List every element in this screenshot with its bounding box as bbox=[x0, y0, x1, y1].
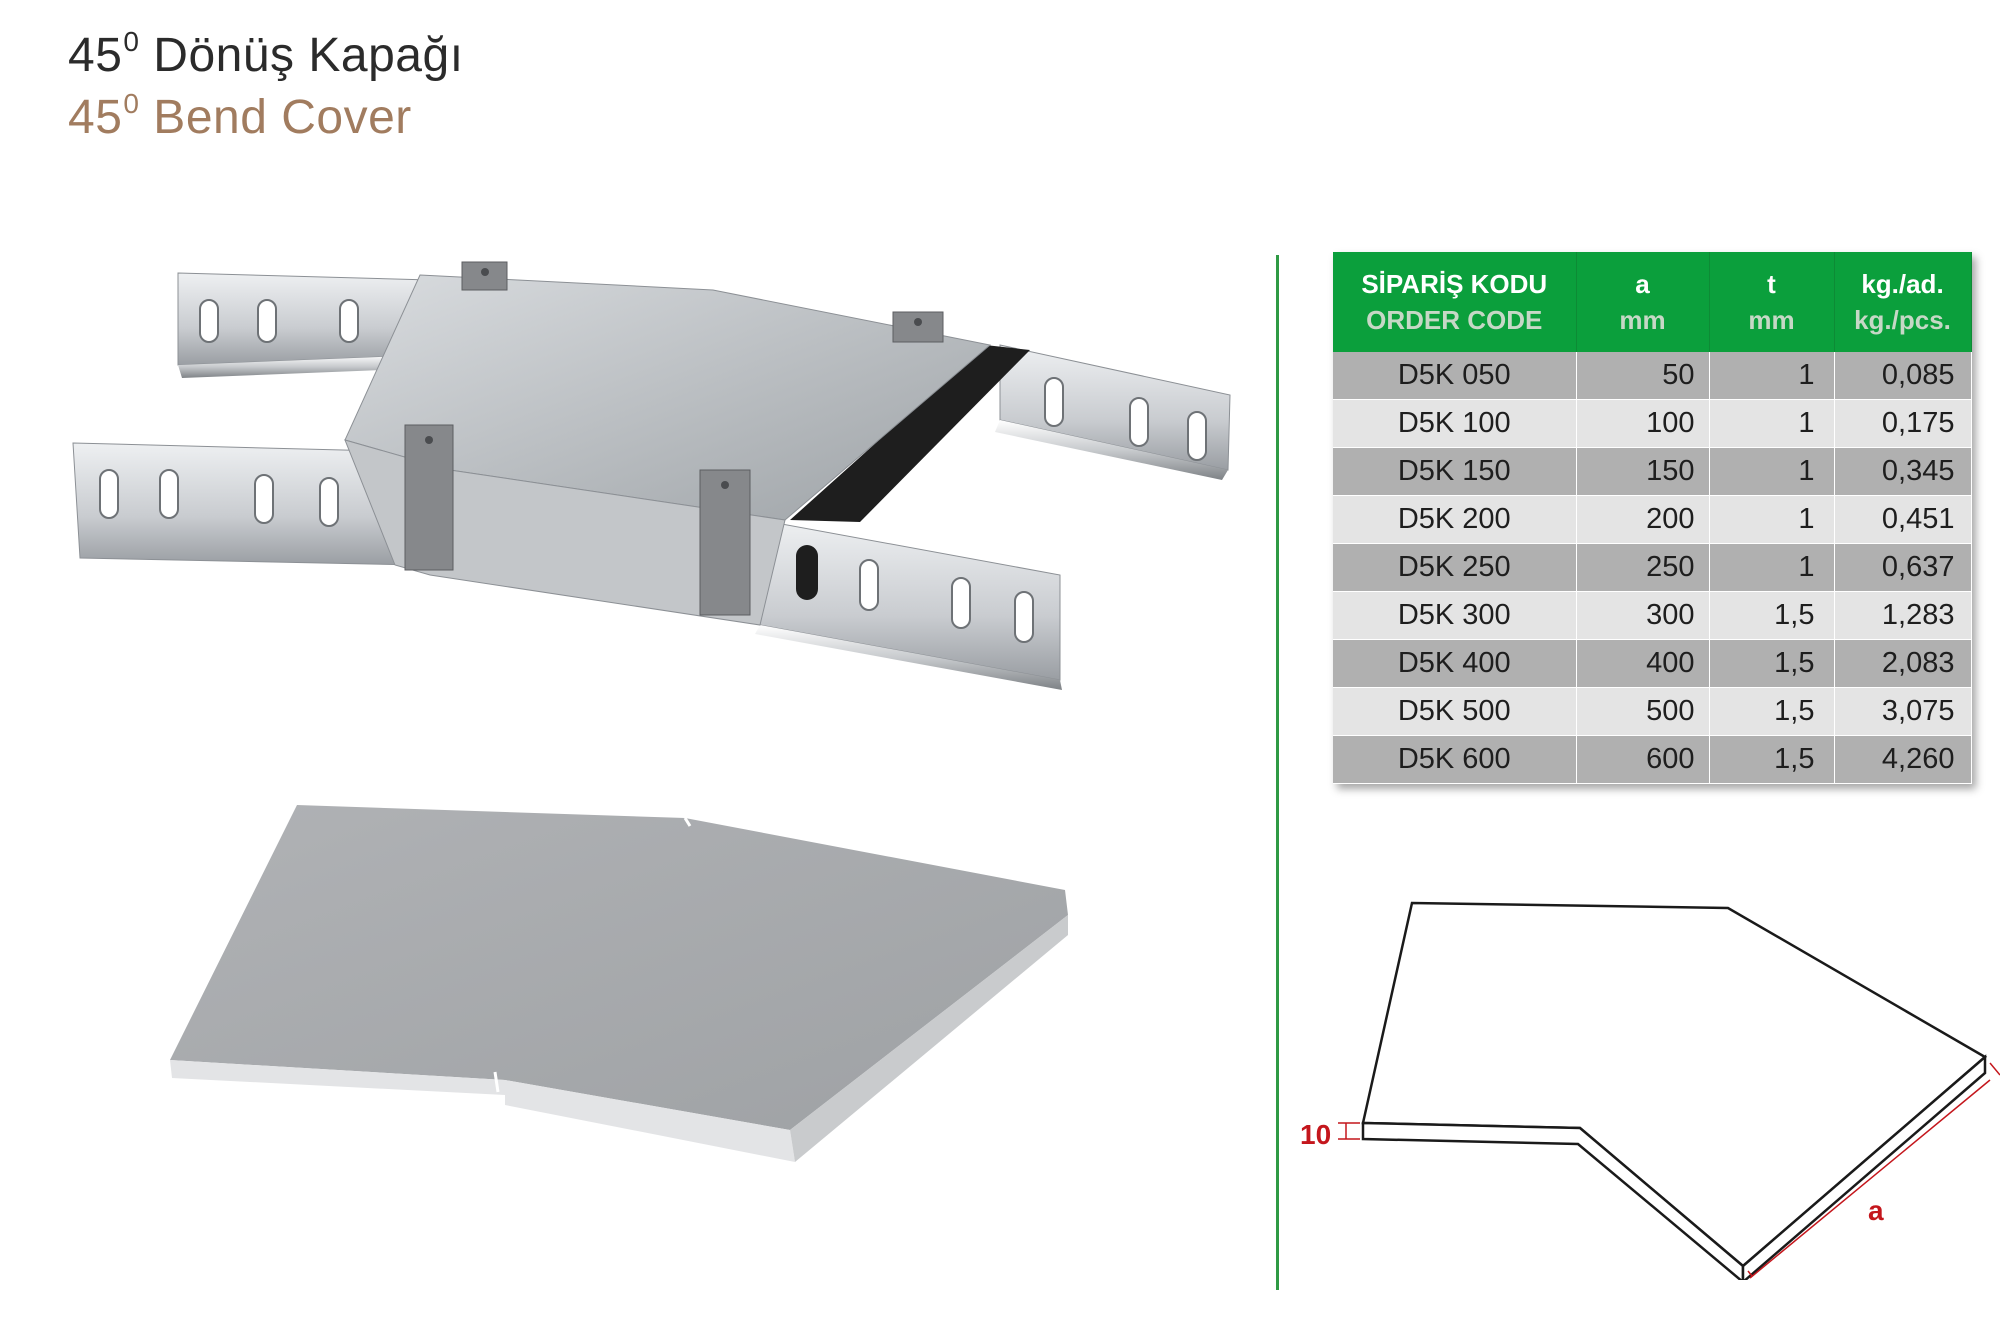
cell-a: 400 bbox=[1576, 639, 1710, 688]
cell-t: 1 bbox=[1709, 399, 1835, 448]
drawing-height-label: 10 bbox=[1300, 1119, 1331, 1150]
cell-kg: 2,083 bbox=[1834, 639, 1972, 688]
cell-code: D5K 600 bbox=[1333, 735, 1577, 784]
cell-code: D5K 100 bbox=[1333, 399, 1577, 448]
cell-a: 150 bbox=[1576, 447, 1710, 496]
title-turkish: 450 Dönüş Kapağı bbox=[68, 26, 464, 82]
assembly-image bbox=[72, 261, 1231, 690]
cell-kg: 0,451 bbox=[1834, 495, 1972, 544]
cell-t: 1,5 bbox=[1709, 639, 1835, 688]
cell-a: 600 bbox=[1576, 735, 1710, 784]
cell-t: 1,5 bbox=[1709, 591, 1835, 640]
drawing-width-label: a bbox=[1868, 1195, 1884, 1226]
technical-drawing: 10 a bbox=[1300, 901, 2000, 1280]
cell-kg: 4,260 bbox=[1834, 735, 1972, 784]
cell-code: D5K 050 bbox=[1333, 352, 1577, 400]
cell-a: 50 bbox=[1576, 352, 1710, 400]
cell-t: 1 bbox=[1709, 543, 1835, 592]
cell-kg: 0,175 bbox=[1834, 399, 1972, 448]
cell-a: 300 bbox=[1576, 591, 1710, 640]
cover-image bbox=[170, 805, 1068, 1162]
section-divider bbox=[1276, 255, 1279, 1290]
cell-code: D5K 250 bbox=[1333, 543, 1577, 592]
cell-kg: 0,637 bbox=[1834, 543, 1972, 592]
title-english: 450 Bend Cover bbox=[68, 88, 412, 144]
cell-code: D5K 400 bbox=[1333, 639, 1577, 688]
cell-kg: 0,345 bbox=[1834, 447, 1972, 496]
cell-t: 1,5 bbox=[1709, 735, 1835, 784]
header-weight: kg./ad.kg./pcs. bbox=[1834, 252, 1972, 352]
cell-a: 200 bbox=[1576, 495, 1710, 544]
cell-code: D5K 150 bbox=[1333, 447, 1577, 496]
cell-code: D5K 500 bbox=[1333, 687, 1577, 736]
cell-code: D5K 300 bbox=[1333, 591, 1577, 640]
cell-kg: 3,075 bbox=[1834, 687, 1972, 736]
cell-t: 1 bbox=[1709, 352, 1835, 400]
cell-kg: 0,085 bbox=[1834, 352, 1972, 400]
cell-kg: 1,283 bbox=[1834, 591, 1972, 640]
cell-t: 1 bbox=[1709, 495, 1835, 544]
cell-code: D5K 200 bbox=[1333, 495, 1577, 544]
cell-t: 1 bbox=[1709, 447, 1835, 496]
cell-a: 250 bbox=[1576, 543, 1710, 592]
drawing-right-face bbox=[1741, 1054, 1987, 1280]
cell-a: 100 bbox=[1576, 399, 1710, 448]
drawing-front-face bbox=[1361, 1121, 1745, 1280]
cell-t: 1,5 bbox=[1709, 687, 1835, 736]
cell-a: 500 bbox=[1576, 687, 1710, 736]
